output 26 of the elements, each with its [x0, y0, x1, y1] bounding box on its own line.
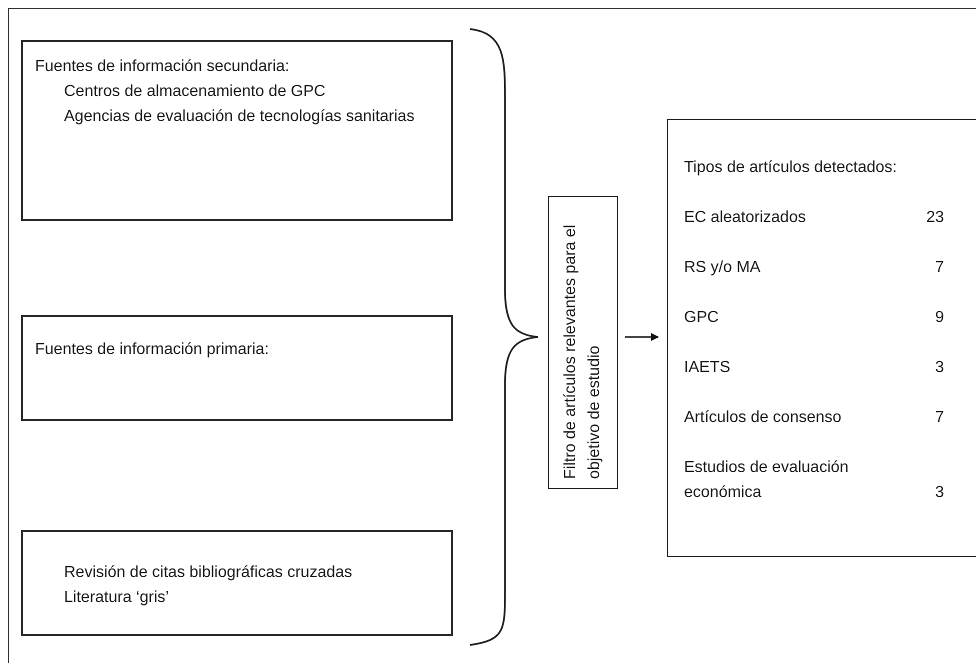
list-item: Revisión de citas bibliográficas cruzadas — [63, 563, 354, 583]
article-count: 7 — [935, 258, 944, 278]
article-type: IAETS — [684, 358, 730, 378]
article-type: EC aleatorizados — [684, 208, 806, 228]
article-type: GPC — [684, 308, 719, 328]
box-heading: Fuentes de información primaria: — [35, 340, 270, 360]
article-count: 7 — [935, 408, 944, 428]
list-item: Agencias de evaluación de tecnologías sanitarias — [63, 107, 416, 127]
article-count: 9 — [935, 308, 944, 328]
box-heading: Tipos de artículos detectados: — [684, 158, 898, 178]
list-item: Centros de almacenamiento de GPC — [63, 82, 326, 102]
article-count: 3 — [935, 483, 944, 503]
article-type: Artículos de consenso — [684, 408, 842, 428]
filter-box — [548, 196, 618, 489]
arrow — [625, 333, 659, 341]
article-count: 3 — [935, 358, 944, 378]
source-box — [21, 315, 453, 421]
box-heading: Fuentes de información secundaria: — [35, 57, 290, 77]
article-count: 23 — [926, 208, 944, 228]
results-box — [667, 119, 976, 557]
article-type: RS y/o MA — [684, 258, 760, 278]
source-box — [21, 530, 453, 636]
article-type: Estudios de evaluación económica — [684, 458, 850, 503]
vertical-label: Filtro de artículos relevantes para el objetivo de estudio — [561, 223, 604, 478]
list-item: Literatura ‘gris’ — [63, 588, 170, 608]
source-box — [21, 40, 453, 221]
